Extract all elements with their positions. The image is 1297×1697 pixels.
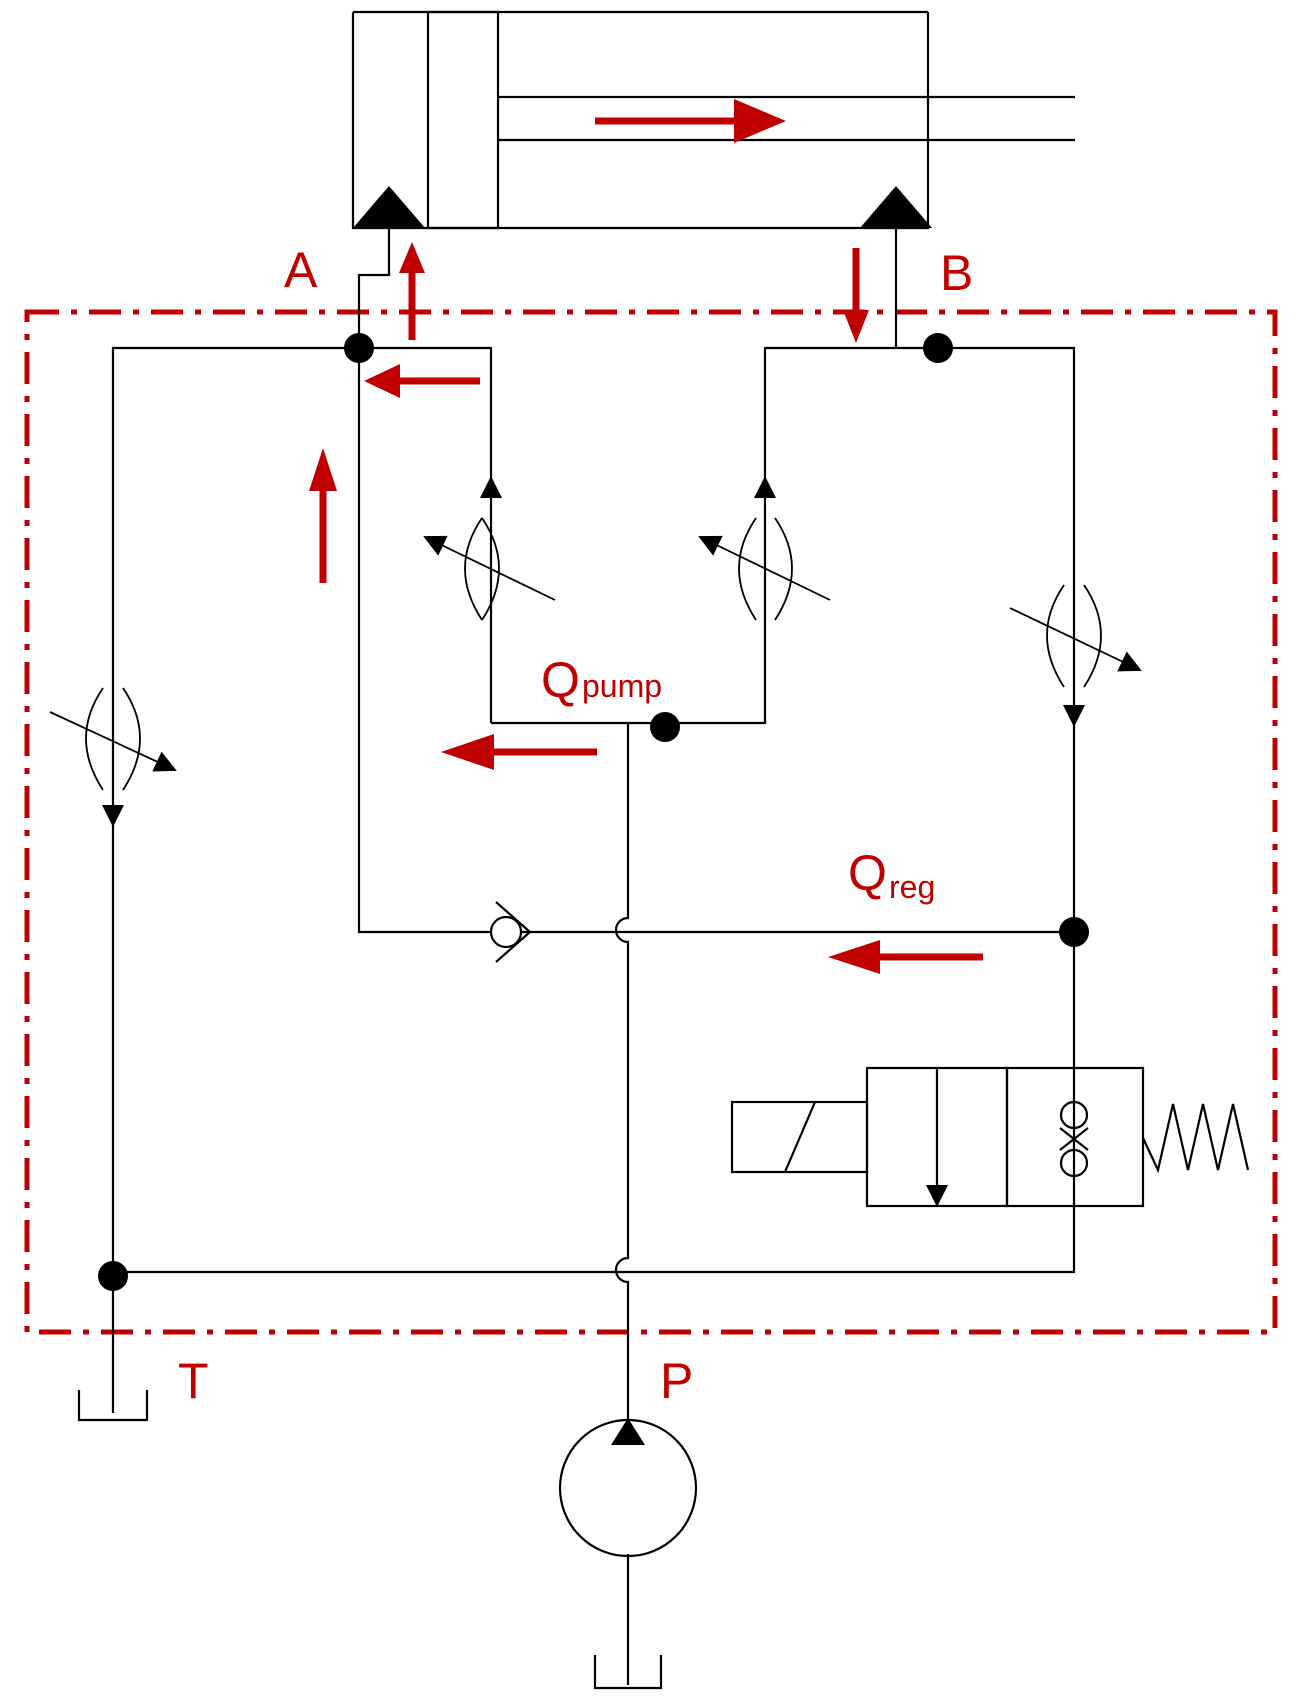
throttle-4 [49, 687, 177, 827]
tank-t-icon [77, 1390, 149, 1422]
flow-arrow-up-icon [309, 448, 337, 583]
throttle-adjust-arrow-icon [423, 535, 556, 601]
label-q-pump-sub: pump [582, 668, 662, 704]
node-reg [1059, 917, 1089, 947]
node-b [923, 333, 953, 363]
throttle-arc-right [774, 517, 793, 621]
valve-blocked-port-icon [1059, 1148, 1089, 1178]
line-b-loop [113, 346, 1076, 1274]
cylinder [351, 10, 1075, 230]
flow-arrow-up-icon [399, 242, 425, 340]
flow-arrows [309, 99, 983, 974]
spring-icon [1142, 1103, 1250, 1174]
throttle-1 [423, 476, 556, 621]
valve-position-2 [1005, 1066, 1145, 1208]
check-valve-ball-icon [489, 915, 523, 949]
port-a-triangle-icon [353, 186, 425, 228]
port-b-triangle-icon [860, 186, 932, 228]
throttle-adjust-arrow-icon [698, 535, 831, 601]
pump-direction-triangle-icon [611, 1418, 645, 1445]
throttle-adjust-arrow-icon [1009, 607, 1142, 672]
label-q-reg-sub: reg [889, 869, 935, 905]
throttle-adjust-arrow-icon [49, 711, 177, 772]
check-valve-seat-icon [495, 901, 532, 963]
line-a-loop [111, 346, 493, 1276]
line-pump-vertical [614, 723, 630, 1421]
junction-nodes [98, 333, 1089, 1291]
pump [558, 1418, 698, 1558]
throttle-arc-left [464, 517, 483, 621]
cylinder-piston [426, 10, 500, 230]
label-port-a: A [284, 242, 318, 298]
label-q-pump: Q pump [541, 652, 662, 708]
throttle-arc-right [122, 687, 141, 791]
flow-arrow-left-icon [364, 364, 480, 398]
flow-arrow-down-icon [843, 248, 869, 343]
valve-blocked-port-icon [1059, 1100, 1089, 1130]
label-q-reg-main: Q [848, 845, 887, 901]
throttle-arc-right [1083, 584, 1102, 688]
flow-arrow-right-icon [595, 99, 786, 143]
line-port-a [357, 228, 391, 348]
solenoid-coil-icon [783, 1101, 817, 1173]
throttle-2 [698, 476, 831, 621]
node-a [344, 333, 374, 363]
valve-cross-icon [1059, 1127, 1089, 1151]
node-pump [650, 712, 680, 742]
label-q-pump-main: Q [541, 652, 580, 708]
label-port-p: P [660, 1353, 693, 1409]
flow-arrow-left-icon [441, 734, 597, 770]
node-tank [98, 1261, 128, 1291]
label-q-reg: Q reg [848, 845, 935, 905]
throttle-arc-left [738, 517, 757, 621]
throttle-arc-left [85, 687, 104, 791]
throttle-3 [1009, 584, 1142, 727]
line-a-to-check [357, 348, 490, 934]
throttle-arc-left [1046, 584, 1065, 688]
label-port-b: B [940, 245, 973, 301]
tank-p-icon [593, 1655, 663, 1690]
throttle-arc-right [481, 517, 500, 621]
check-valve [489, 901, 532, 963]
dash-dot-boundary [24, 309, 1278, 1335]
label-port-t: T [178, 1353, 209, 1409]
cylinder-body [351, 12, 930, 230]
regulating-valve [730, 1066, 1250, 1208]
flow-arrow-left-icon [828, 940, 983, 974]
